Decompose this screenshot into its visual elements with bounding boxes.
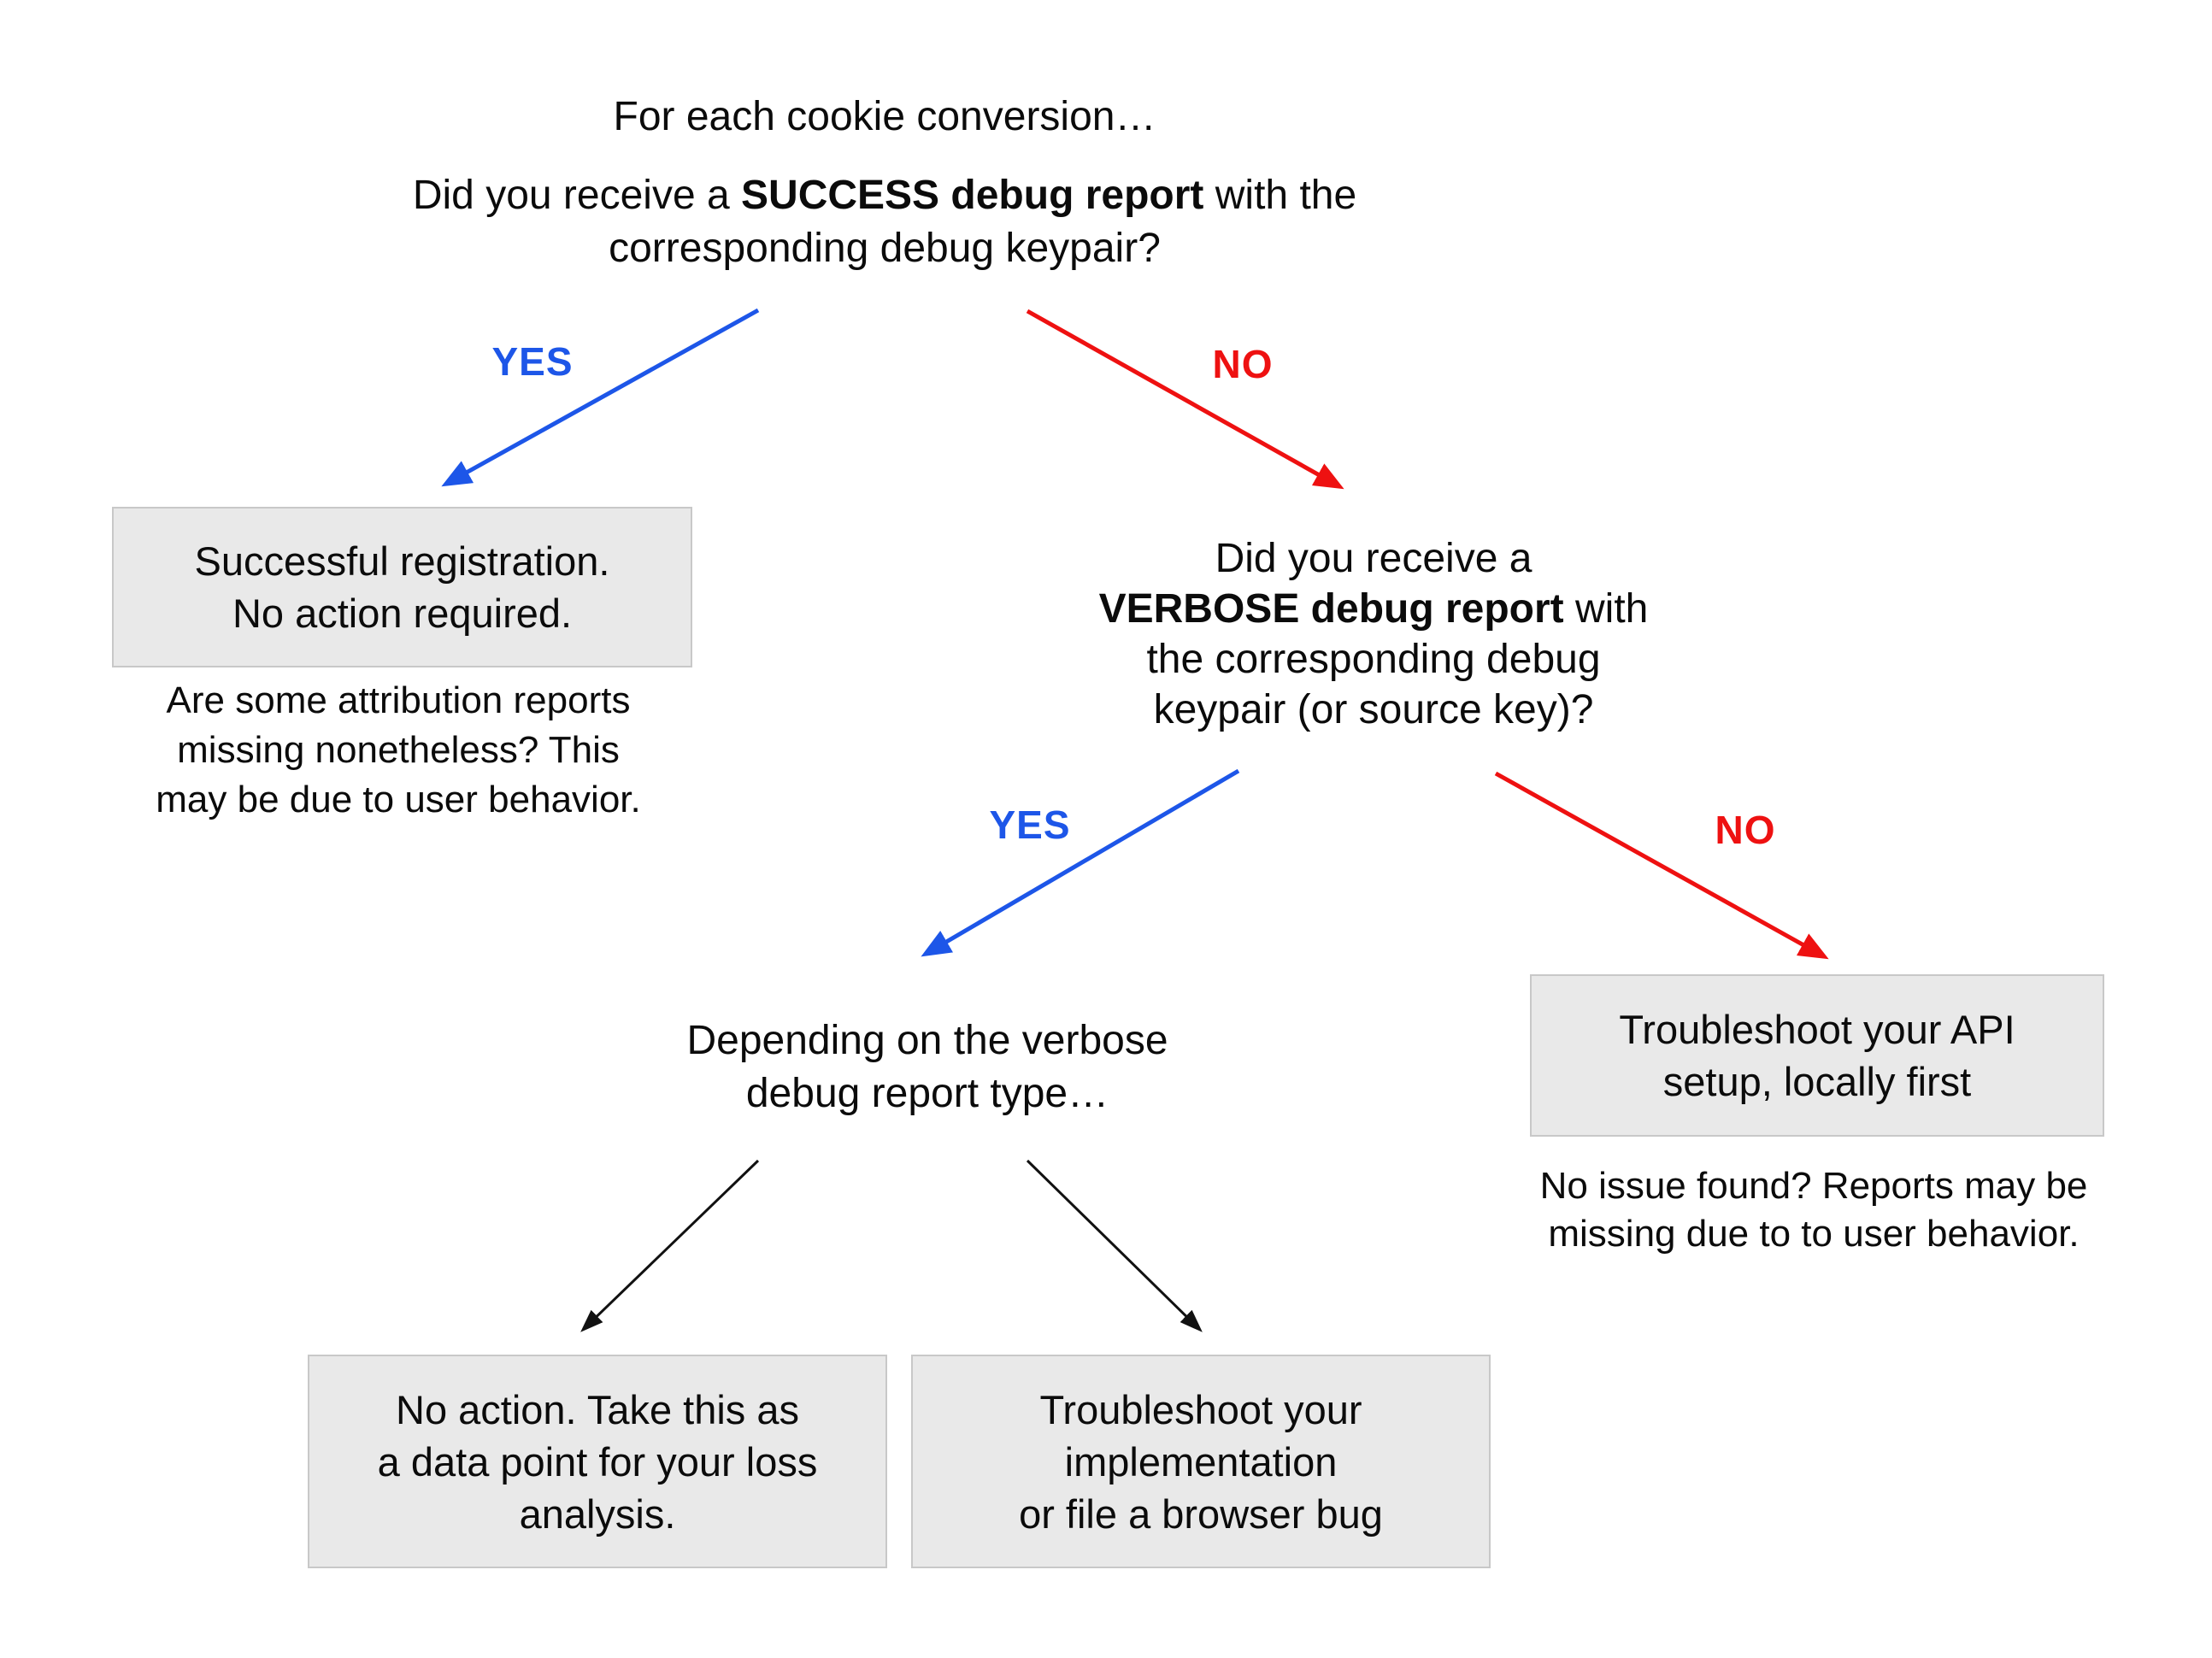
verbose-question-line2: VERBOSE debug report with [989, 584, 1758, 634]
root-question-line1-suffix: with the [1203, 173, 1357, 218]
api-note-line2: missing due to to user behavior. [1548, 1213, 2080, 1255]
verbose-question-line4: keypair (or source key)? [1153, 687, 1594, 732]
troubleshoot-api-line1: Troubleshoot your API [1619, 1007, 2015, 1052]
no-action-loss-line3: analysis. [519, 1490, 676, 1537]
no-action-loss-line1: No action. Take this as [396, 1386, 799, 1432]
success-note-line1: Are some attribution reports [166, 679, 631, 721]
success-registration-line1: Successful registration. [194, 538, 610, 584]
root-question: Did you receive a SUCCESS debug report w… [244, 169, 1526, 275]
troubleshoot-implementation-line1: Troubleshoot your [1039, 1386, 1362, 1432]
root-question-line1-prefix: Did you receive a [412, 173, 742, 218]
success-note-line3: may be due to user behavior. [156, 779, 641, 820]
verbose-question: Did you receive a VERBOSE debug report w… [989, 533, 1758, 735]
root-question-line1-bold: SUCCESS debug report [741, 173, 1204, 218]
verbose-type-arrow-left [580, 1159, 760, 1332]
verbose-type-arrow-right [1026, 1159, 1203, 1332]
troubleshoot-implementation-line2: implementation [1064, 1438, 1338, 1485]
success-registration-line2: No action required. [232, 591, 573, 636]
intro-text: For each cookie conversion… [613, 94, 1156, 139]
yes-label-level1: YES [491, 339, 574, 384]
no-arrow-level2 [1494, 771, 1829, 960]
troubleshoot-implementation-box: Troubleshoot your implementation or file… [911, 1355, 1491, 1568]
no-label-level1: NO [1212, 342, 1274, 386]
yes-arrow-level2 [921, 768, 1240, 957]
root-question-line1: Did you receive a SUCCESS debug report w… [244, 169, 1526, 222]
yes-label-level2: YES [989, 803, 1071, 847]
no-action-loss-line2: a data point for your loss [377, 1438, 818, 1485]
verbose-question-line2-bold: VERBOSE debug report [1098, 586, 1564, 632]
api-note: No issue found? Reports may be missing d… [1506, 1162, 2121, 1258]
no-label-level2: NO [1715, 808, 1776, 852]
no-arrow-level1 [1026, 309, 1344, 490]
success-note: Are some attribution reports missing non… [99, 676, 697, 825]
verbose-question-line3: the corresponding debug [1146, 637, 1601, 682]
root-question-line2: corresponding debug keypair? [609, 226, 1161, 271]
troubleshoot-api-box: Troubleshoot your API setup, locally fir… [1530, 974, 2104, 1137]
no-action-loss-box: No action. Take this as a data point for… [308, 1355, 887, 1568]
depending-line2: debug report type… [745, 1071, 1109, 1116]
verbose-question-line2-suffix: with [1563, 586, 1649, 632]
troubleshoot-implementation-line3: or file a browser bug [1019, 1490, 1383, 1537]
yes-arrow-level1 [441, 308, 760, 487]
troubleshoot-api-line2: setup, locally first [1662, 1059, 1972, 1104]
depending-line1: Depending on the verbose [686, 1018, 1168, 1063]
success-note-line2: missing nonetheless? This [177, 729, 620, 771]
depending-text: Depending on the verbose debug report ty… [585, 1014, 1269, 1120]
api-note-line1: No issue found? Reports may be [1539, 1165, 2088, 1207]
verbose-question-line1: Did you receive a [1215, 536, 1533, 581]
success-registration-box: Successful registration. No action requi… [112, 507, 692, 667]
